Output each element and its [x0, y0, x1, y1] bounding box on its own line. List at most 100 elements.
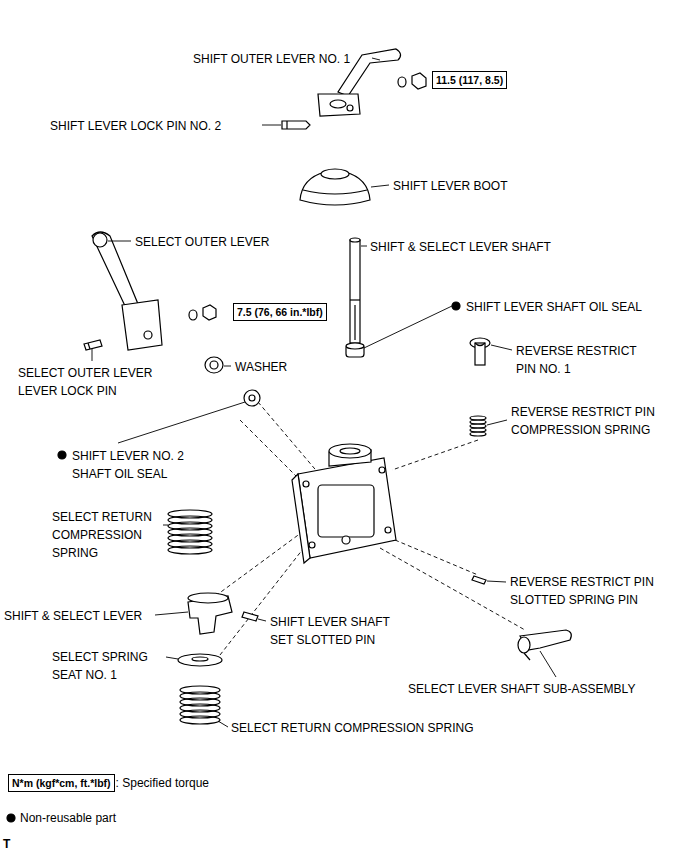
lock-pin [282, 121, 310, 129]
part-label-box: SELECT LEVER SHAFT SUB-ASSEMBLY [408, 680, 635, 698]
shift-lever-boot [321, 169, 349, 179]
torque-legend-box: N*m (kgf*cm, ft.*lbf) [8, 774, 115, 792]
shift-select-lever-shaft [350, 299, 360, 300]
select-lever-shaft [518, 630, 571, 660]
nut [203, 305, 216, 320]
leader-line [163, 525, 168, 526]
shift-lever-boot [303, 190, 367, 194]
torque-text: 11.5 (117, 8.5) [436, 73, 503, 87]
spring-seat [178, 654, 222, 666]
oil-seal [244, 390, 260, 406]
part-label: SELECT LEVER SHAFT SUB-ASSEMBLY [408, 682, 635, 696]
part-label: SHIFT OUTER LEVER NO. 1 [193, 52, 350, 66]
assembly-line [380, 548, 525, 630]
leader-line [224, 366, 231, 367]
shift-select-lever-shaft [350, 238, 360, 343]
leader-line [491, 345, 512, 350]
part-label-box: REVERSE RESTRICT PIN COMPRESSION SPRING [511, 403, 671, 439]
compression-spring [470, 432, 486, 436]
part-label-box: SHIFT LEVER NO. 2 SHAFT OIL SEAL [72, 447, 202, 483]
shift-outer-lever [347, 105, 353, 111]
leader-line [155, 612, 188, 615]
leader-line [258, 619, 266, 621]
part-label-box: SHIFT OUTER LEVER NO. 1 [193, 50, 350, 68]
shift-lever-boot [300, 169, 370, 205]
part-label-box: SELECT OUTER LEVER LEVER LOCK PIN [18, 364, 163, 400]
washer-small [398, 77, 406, 87]
part-label: REVERSE RESTRICT PIN SLOTTED SPRING PIN [510, 575, 654, 607]
legend-text: : Specified torque [116, 776, 209, 790]
select-outer-lever [144, 331, 152, 339]
assembly-line [395, 540, 478, 575]
shift-lever-housing [292, 474, 310, 563]
part-label: SHIFT LEVER LOCK PIN NO. 2 [50, 119, 221, 133]
part-label-box: SELECT OUTER LEVER [135, 233, 269, 251]
lock-pin [286, 121, 287, 129]
lock-pin [84, 340, 102, 350]
slotted-pin [242, 612, 258, 621]
part-label-box: REVERSE RESTRICT PIN NO. 1 [516, 342, 648, 378]
nut [412, 73, 426, 89]
part-label-box: WASHER [235, 358, 287, 376]
torque-value-box: 7.5 (76, 66 in.*lbf) [233, 303, 327, 321]
legend-entry: Non-reusable part [20, 810, 116, 826]
leader-line [166, 657, 178, 659]
compression-spring [470, 416, 486, 436]
part-label-box: SHIFT & SELECT LEVER SHAFT [370, 238, 551, 256]
part-label: REVERSE RESTRICT PIN COMPRESSION SPRING [511, 405, 655, 437]
reverse-restrict-pin [475, 343, 485, 346]
shift-select-lever [188, 593, 232, 634]
part-label-box: SHIFT LEVER SHAFT SET SLOTTED PIN [270, 613, 402, 649]
part-label-box: SHIFT LEVER BOOT [393, 177, 507, 195]
compression-spring [180, 716, 220, 724]
leader-line [540, 651, 556, 677]
washer [205, 357, 223, 373]
leader-line [487, 420, 507, 425]
shift-lever-housing [340, 448, 360, 454]
part-label-box: SELECT RETURN COMPRESSION SPRING [231, 719, 473, 737]
leader-line [487, 581, 506, 582]
select-lever-shaft [524, 653, 530, 660]
assembly-line [258, 402, 320, 475]
shift-lever-housing [303, 481, 309, 487]
shift-lever-housing [379, 467, 385, 473]
lock-pin [88, 343, 90, 349]
non-reusable-mark [7, 302, 460, 822]
legend-entry: : Specified torque [116, 775, 209, 791]
compression-spring [180, 686, 220, 724]
select-outer-lever [92, 232, 138, 308]
select-outer-lever [93, 233, 107, 247]
assembly-line [392, 440, 478, 470]
part-label: SHIFT LEVER NO. 2 SHAFT OIL SEAL [72, 449, 184, 481]
washer-small [189, 310, 197, 320]
oil-seal [346, 343, 364, 357]
part-label: SELECT OUTER LEVER LEVER LOCK PIN [18, 366, 152, 398]
part-label-box: SELECT SPRING SEAT NO. 1 [52, 648, 164, 684]
part-label-box: SELECT RETURN COMPRESSION SPRING [52, 508, 160, 562]
part-label: SHIFT & SELECT LEVER [4, 609, 142, 623]
non-reusable-mark [452, 302, 460, 310]
shift-lever-housing [385, 527, 391, 533]
spring-seat [192, 657, 208, 661]
slotted-pin [472, 576, 486, 584]
washer [210, 361, 218, 369]
spring-seat [178, 654, 222, 666]
legend-text: Non-reusable part [20, 811, 116, 825]
torque-text: 7.5 (76, 66 in.*lbf) [237, 305, 323, 319]
compression-spring [168, 546, 212, 554]
shift-lever-housing [292, 444, 396, 563]
part-label: WASHER [235, 360, 287, 374]
part-label: SELECT SPRING SEAT NO. 1 [52, 650, 148, 682]
non-reusable-mark [7, 814, 15, 822]
leader-line [92, 349, 93, 361]
part-label: SELECT RETURN COMPRESSION SPRING [231, 721, 473, 735]
leader-line [108, 241, 131, 242]
reverse-restrict-pin [475, 343, 485, 365]
washer-small [398, 77, 406, 87]
part-label: SHIFT LEVER SHAFT OIL SEAL [466, 300, 642, 314]
leader-line [118, 402, 245, 443]
part-label: REVERSE RESTRICT PIN NO. 1 [516, 344, 636, 376]
shift-outer-lever [330, 100, 346, 108]
nut [412, 73, 426, 89]
leader-line [371, 185, 389, 187]
